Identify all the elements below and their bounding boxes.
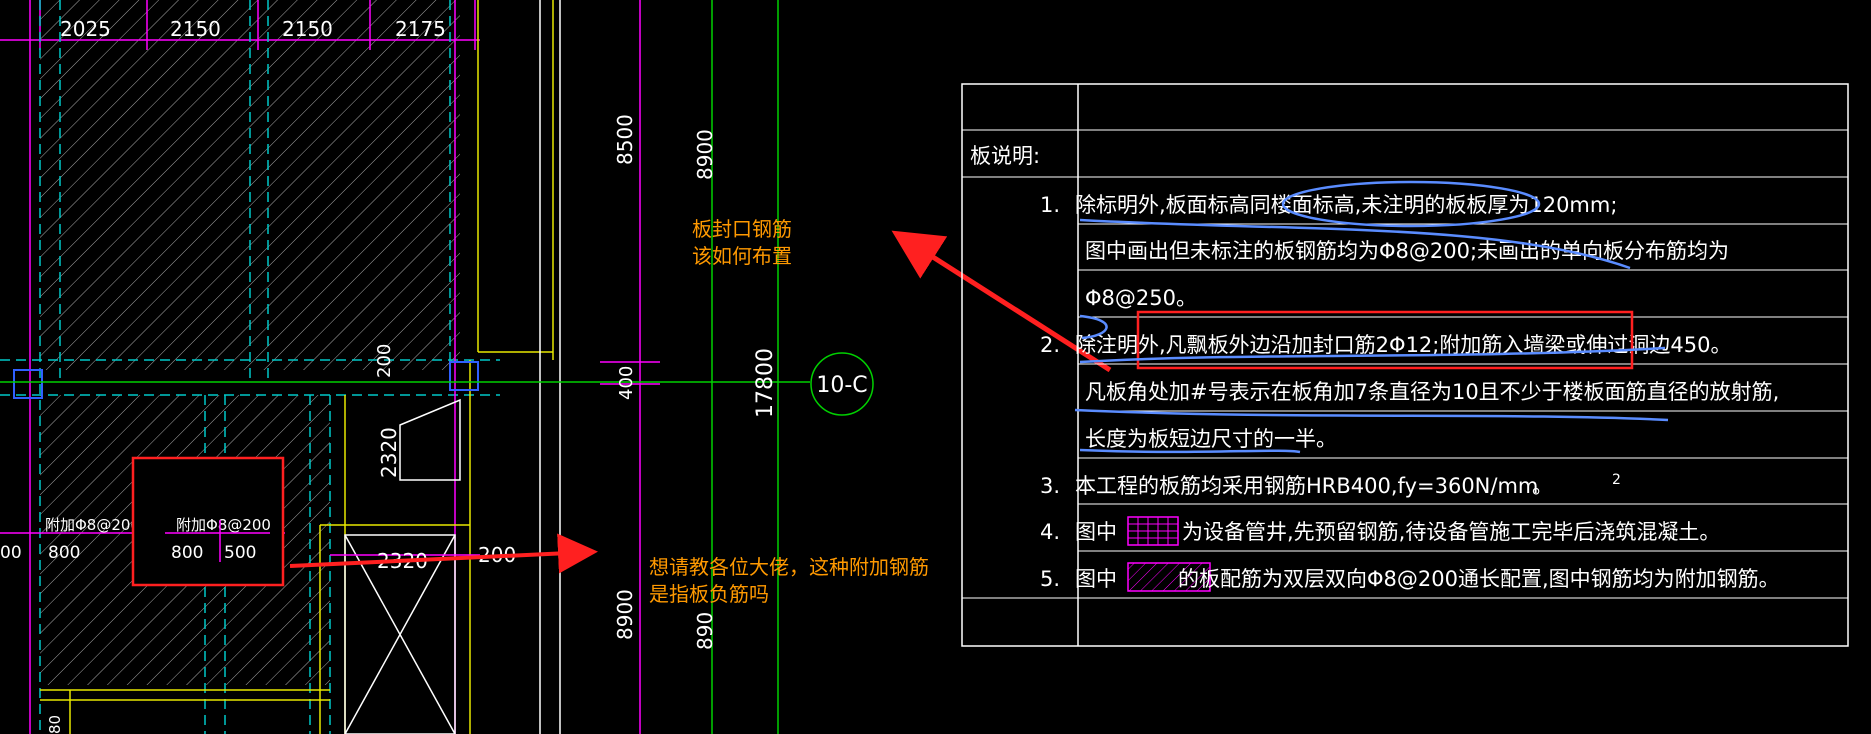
dim-8900-top: 8900	[693, 129, 717, 180]
rebar-label-b: 附加Φ8@200	[176, 516, 271, 534]
notes-heading: 板说明:	[970, 144, 1040, 168]
question-bottom-line2: 是指板负筋吗	[649, 582, 769, 606]
note-5-prefix: 图中	[1075, 567, 1117, 591]
note-4-num: 4.	[1040, 520, 1060, 544]
column-right	[449, 361, 479, 391]
rebar-label-a: 附加Φ8@200	[45, 516, 140, 534]
column-left	[13, 369, 43, 399]
dim-top-1: 2025	[60, 17, 111, 41]
axis-bubble-label: 10-C	[816, 373, 867, 398]
note-1-text: 除标明外,板面标高同楼面标高,未注明的板板厚为120mm;	[1075, 193, 1617, 217]
notes-table: 板说明: 1. 除标明外,板面标高同楼面标高,未注明的板板厚为120mm; 图中…	[961, 83, 1849, 647]
rebar-label-a-left: 00	[0, 543, 22, 563]
note-3-period: 。	[1532, 474, 1553, 498]
note-4-text: 为设备管井,先预留钢筋,待设备管施工完毕后浇筑混凝土。	[1182, 520, 1720, 544]
rebar-label-a-span: 800	[48, 543, 80, 563]
highlight-box-rebar	[131, 456, 285, 587]
note-4-prefix: 图中	[1075, 520, 1117, 544]
bottom-partial-label: 80	[46, 715, 64, 734]
note-3-num: 3.	[1040, 474, 1060, 498]
note-2-text: 除注明外,凡飘板外边沿加封口筋2Φ12;附加筋入墙梁或伸过洞边450。	[1075, 333, 1731, 357]
highlight-box-seal-rebar	[1136, 310, 1634, 370]
note-2c-text: 长度为板短边尺寸的一半。	[1085, 427, 1337, 451]
blue-markup	[1074, 180, 1669, 454]
note-3-superscript: 2	[1612, 472, 1621, 488]
arrow-to-rebar-question	[289, 533, 598, 574]
question-annotations: 板封口钢筋 该如何布置 想请教各位大佬，这种附加钢筋 是指板负筋吗	[649, 217, 929, 606]
question-top-line2: 该如何布置	[692, 244, 792, 268]
dim-8900-bottom: 8900	[613, 589, 637, 640]
dim-top-2: 2150	[170, 17, 221, 41]
double-layer-legend	[1127, 562, 1211, 592]
plan-view: 2025 2150 2150 2175	[0, 0, 874, 734]
dim-2320-vertical: 2320	[377, 427, 401, 478]
note-2-num: 2.	[1040, 333, 1060, 357]
note-3-text: 本工程的板筋均采用钢筋HRB400,fy=360N/mm	[1075, 474, 1538, 498]
dim-8500: 8500	[613, 114, 637, 165]
rebar-label-b-span1: 800	[171, 543, 203, 563]
rebar-label-b-span2: 500	[224, 543, 256, 563]
note-5-text: 的板配筋为双层双向Φ8@200通长配置,图中钢筋均为附加钢筋。	[1178, 567, 1780, 591]
arrow-to-seal-question	[891, 230, 1112, 373]
dim-890-partial: 890	[693, 612, 717, 650]
dim-17800: 17800	[753, 348, 778, 418]
dim-200: 200	[374, 344, 395, 378]
dim-400: 400	[616, 366, 637, 400]
note-1c-text: Φ8@250。	[1085, 286, 1197, 310]
note-1-num: 1.	[1040, 193, 1060, 217]
dim-top-4: 2175	[395, 17, 446, 41]
note-2b-text: 凡板角处加#号表示在板角加7条直径为10且不少于楼板面筋直径的放射筋,	[1085, 380, 1779, 404]
note-1b-text: 图中画出但未标注的板钢筋均为Φ8@200;未画出的单向板分布筋均为	[1085, 239, 1729, 263]
dim-top-3: 2150	[282, 17, 333, 41]
question-bottom-line1: 想请教各位大佬，这种附加钢筋	[649, 555, 929, 579]
note-5-num: 5.	[1040, 567, 1060, 591]
axis-bubble	[810, 352, 874, 416]
question-top-line1: 板封口钢筋	[692, 217, 792, 241]
